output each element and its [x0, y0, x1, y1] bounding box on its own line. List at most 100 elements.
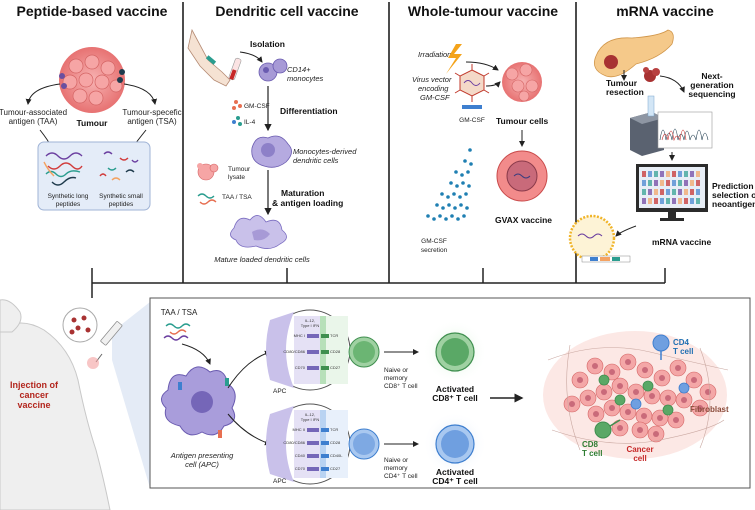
- mrna-vaccine-label: mRNA vaccine: [652, 237, 711, 247]
- cancer-nucleus: [625, 359, 631, 365]
- sequence-cell: [696, 198, 700, 204]
- sequence-cell: [660, 180, 664, 186]
- receptor-tcell: [321, 467, 329, 471]
- cancer-nucleus: [609, 369, 615, 375]
- cancer-nucleus: [641, 413, 647, 419]
- ngs-label-1: Next-: [701, 71, 722, 81]
- lightning-icon: [446, 44, 462, 74]
- cancer-nucleus: [675, 365, 681, 371]
- bottom-peptides-icon: [163, 323, 191, 341]
- activated-cd4-icon: [423, 412, 487, 476]
- bot-r-2: CD40L: [330, 453, 343, 458]
- receptor-tcell: [321, 366, 329, 370]
- sequence-cell: [684, 180, 688, 186]
- sequence-cell: [690, 189, 694, 195]
- receptor-apc: [307, 428, 319, 432]
- gmcsf-label: GM-CSF: [244, 103, 270, 110]
- injection-label-3: vaccine: [17, 400, 50, 410]
- irradiation-label: Irradiation: [418, 50, 451, 59]
- syringe-icon: [95, 321, 123, 363]
- gmcsf-dot: [452, 192, 456, 196]
- il4-label: IL-4: [244, 119, 256, 126]
- isolation-label: Isolation: [250, 39, 285, 49]
- bottom-taatsa-label: TAA / TSA: [161, 308, 198, 317]
- cd8-label-2: T cell: [582, 449, 602, 458]
- infiltrating-cd4: [630, 398, 642, 410]
- gmcsf-dot: [450, 214, 454, 218]
- tumour-cells-label: Tumour cells: [496, 116, 549, 126]
- chromatogram-icon: [657, 111, 713, 149]
- sequence-cell: [666, 198, 670, 204]
- cancer-cell-label-2: cell: [633, 454, 646, 463]
- gmcsf-dot: [467, 184, 471, 188]
- sequence-cell: [642, 189, 646, 195]
- cancer-nucleus: [673, 417, 679, 423]
- sequence-cell: [648, 189, 652, 195]
- receptor-apc: [307, 467, 319, 471]
- long-peptides: [43, 152, 83, 186]
- gmcsf-dot: [464, 192, 468, 196]
- cd4-tcell-icon: [652, 334, 670, 360]
- apc-cell-icon: [161, 366, 236, 438]
- gmcsf-dot: [468, 148, 472, 152]
- receptor-apc: [307, 441, 319, 445]
- cancer-nucleus: [697, 405, 703, 411]
- bot-l-3: CD70: [295, 466, 306, 471]
- taa-label-2: antigen (TAA): [9, 117, 58, 126]
- prediction-label-3: neoantigens: [712, 199, 755, 209]
- virus-label-3: GM-CSF: [420, 93, 450, 102]
- cancer-nucleus: [642, 367, 648, 373]
- ngs-label-2: generation: [690, 80, 733, 90]
- sequence-cell: [666, 180, 670, 186]
- patient-silhouette: [0, 299, 111, 510]
- naive-cd8-icon: [348, 336, 380, 368]
- top-il12-2: Type I IFN: [301, 323, 320, 328]
- gmcsf-dot: [461, 181, 465, 185]
- activated-cd4-1: Activated: [436, 467, 474, 477]
- sequence-cell: [660, 171, 664, 177]
- gmcsf-dot: [460, 173, 464, 177]
- cancer-nucleus: [585, 395, 591, 401]
- receptor-tcell: [321, 350, 329, 354]
- activated-cd8-1: Activated: [436, 384, 474, 394]
- infiltrating-cd8: [662, 404, 674, 416]
- naive-cd4-2: memory: [384, 465, 408, 472]
- bot-l-1: CD80/CD86: [283, 440, 305, 445]
- virus-label-2: encoding: [418, 84, 449, 93]
- lysate-label-1: Tumour: [228, 166, 251, 173]
- lysate-label-2: lysate: [228, 174, 245, 181]
- cancer-nucleus: [593, 411, 599, 417]
- sequence-cell: [684, 171, 688, 177]
- sequence-cell: [690, 180, 694, 186]
- cancer-nucleus: [665, 395, 671, 401]
- gmcsf-dot: [435, 203, 439, 207]
- gmcsf-dot: [440, 192, 444, 196]
- long-label-2: peptides: [56, 201, 81, 208]
- top-apc-label: APC: [273, 388, 287, 395]
- cancer-nucleus: [649, 393, 655, 399]
- top-receptor-pairs: [307, 334, 329, 370]
- receptor-tcell: [321, 428, 329, 432]
- cytokine-dots: [232, 100, 242, 126]
- cd8-tcell-icon: [594, 419, 621, 439]
- naive-cd8-3: CD8⁺ T cell: [384, 383, 418, 390]
- sequence-cell: [654, 198, 658, 204]
- sequence-cell: [696, 171, 700, 177]
- monocyte-icon: [258, 58, 288, 82]
- sequence-cell: [678, 180, 682, 186]
- sequence-cell: [648, 171, 652, 177]
- apc-full-label-2: cell (APC): [185, 460, 219, 469]
- gvax-cell-icon: [496, 150, 548, 202]
- receptor-apc: [307, 334, 319, 338]
- infiltrating-cd4: [678, 382, 690, 394]
- sequence-cell: [696, 189, 700, 195]
- mature-label: Mature loaded dendritic cells: [214, 255, 310, 264]
- gmcsf-dot: [446, 195, 450, 199]
- receptor-apc: [307, 366, 319, 370]
- sequence-cell: [666, 171, 670, 177]
- sequence-cell: [654, 171, 658, 177]
- small-label-1: Synthetic small: [99, 193, 143, 200]
- cancer-cell-label-1: Cancer: [626, 445, 653, 454]
- tumour-mass: [59, 47, 125, 113]
